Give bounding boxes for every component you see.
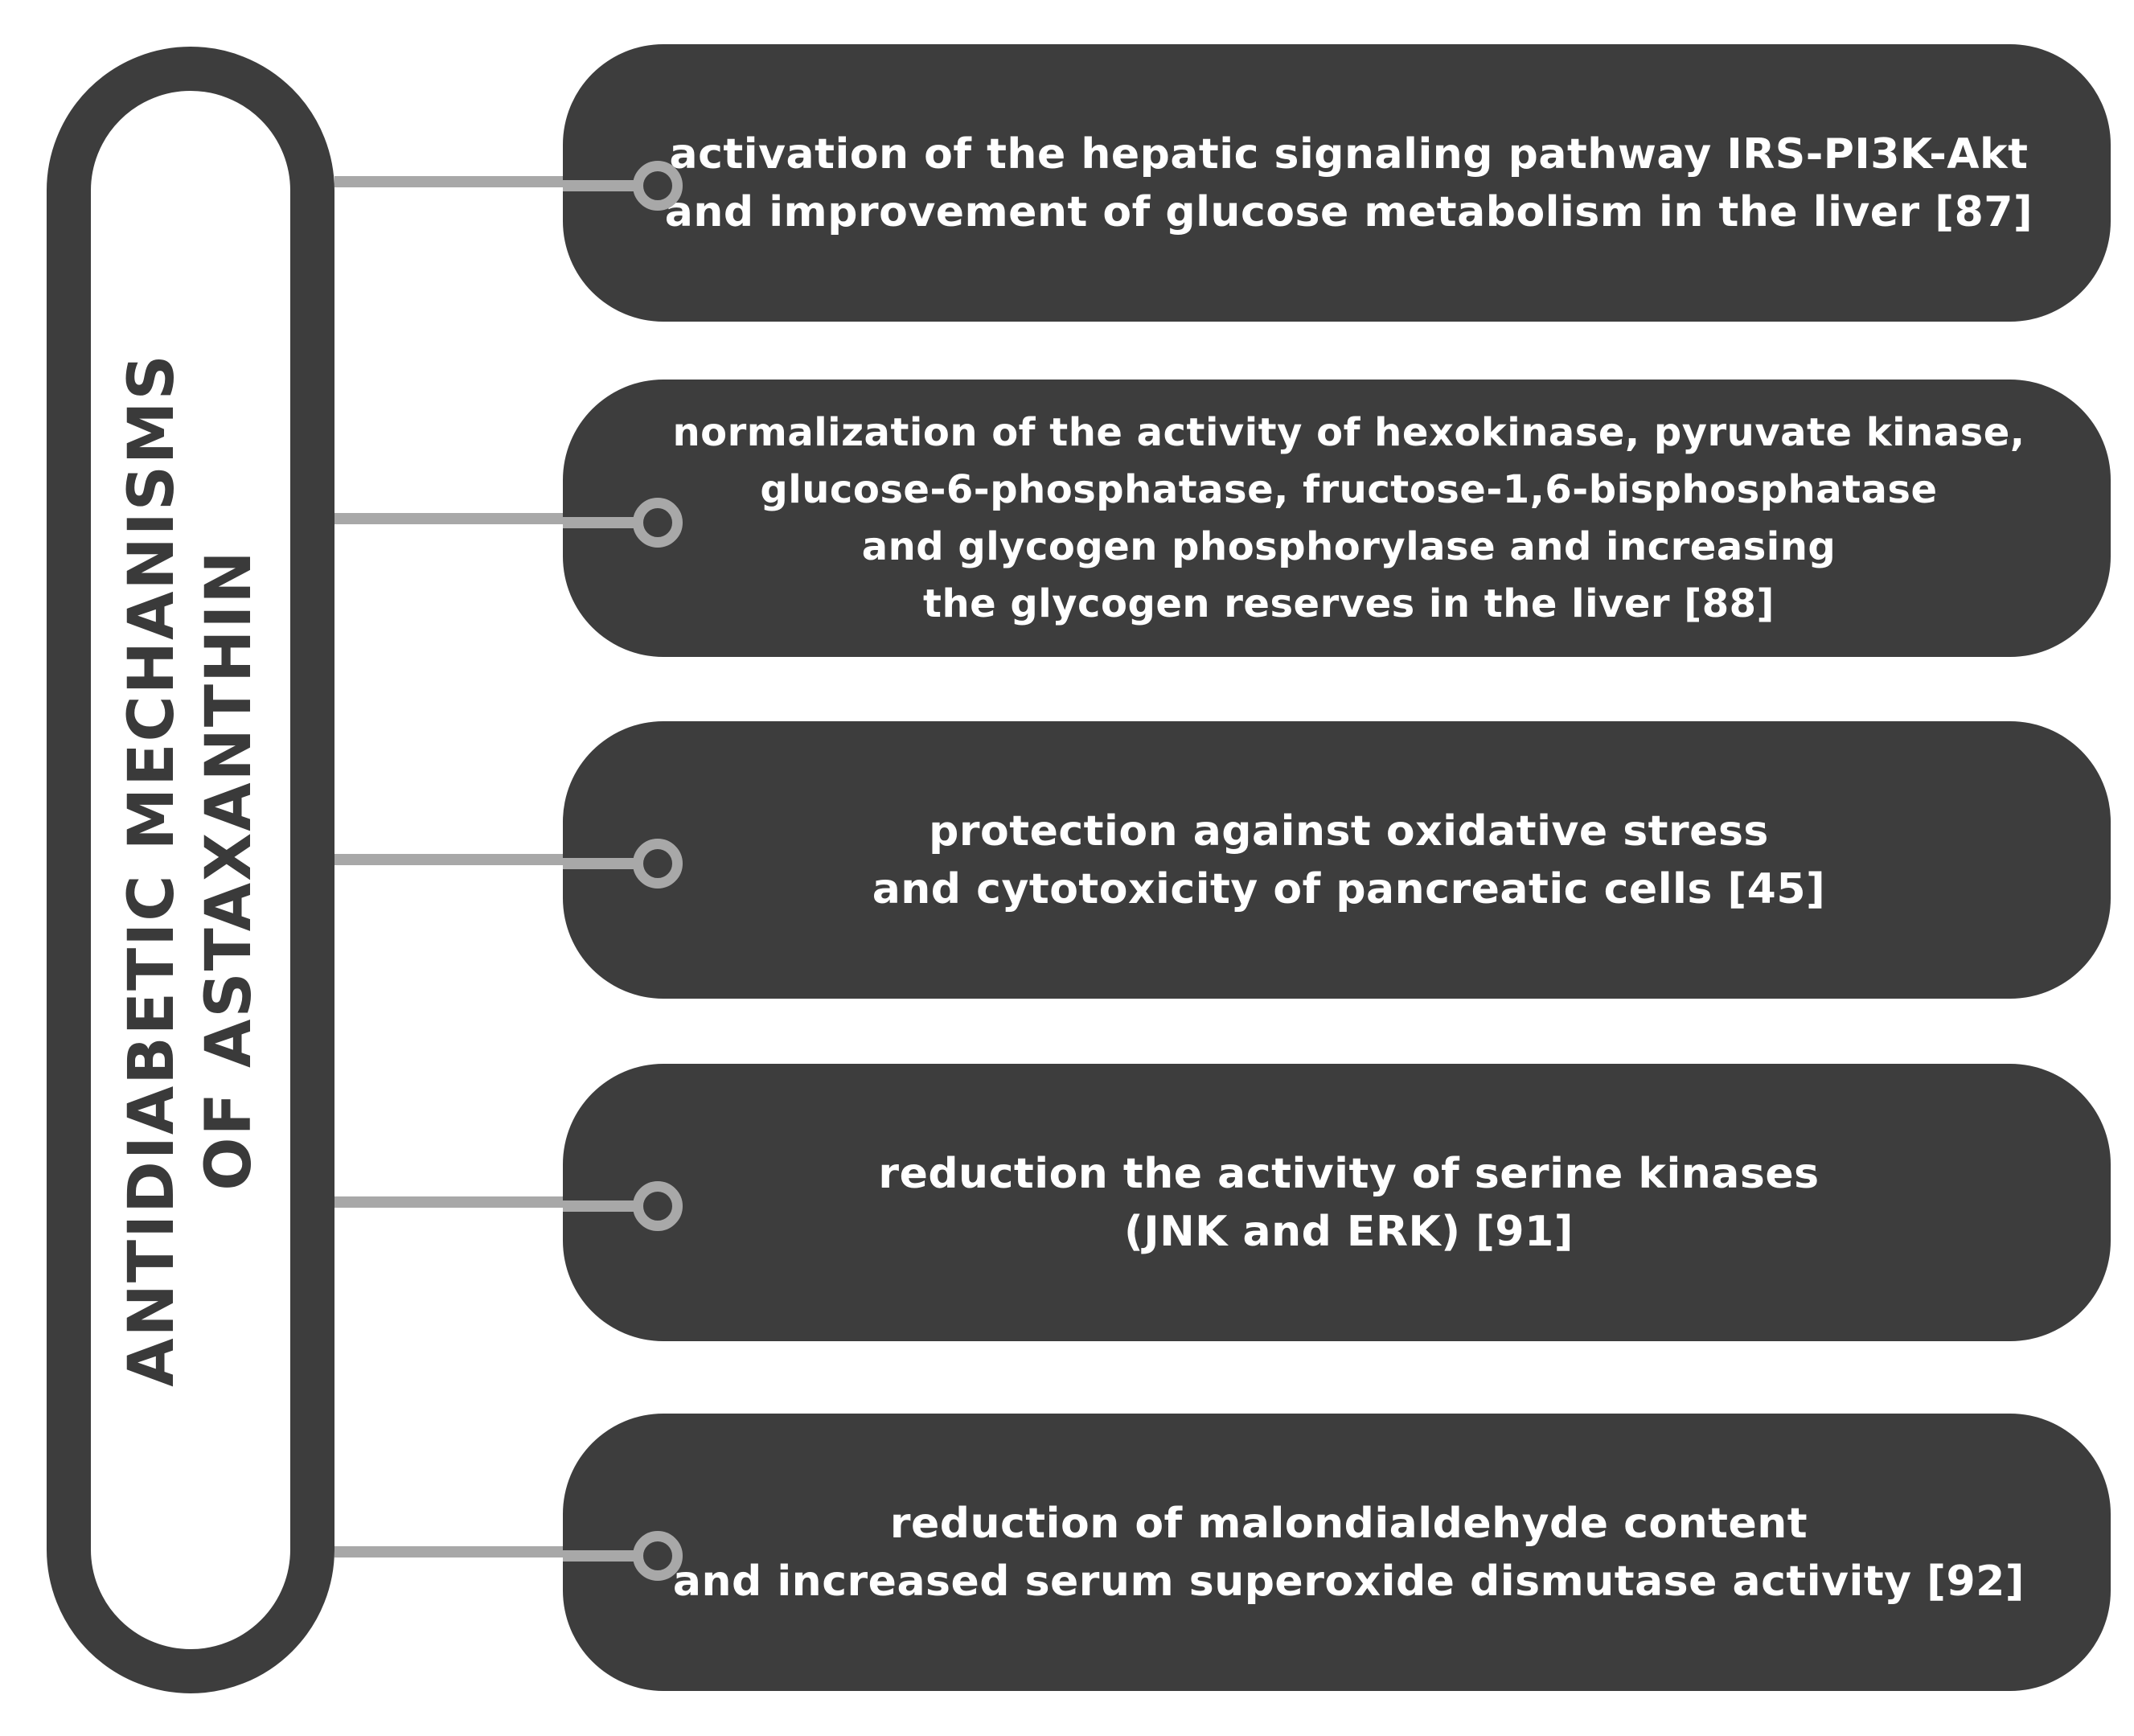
connector-5 xyxy=(334,1516,652,1587)
connector-line xyxy=(334,513,624,524)
mechanism-text-5: reduction of malondialdehyde content and… xyxy=(673,1495,2025,1611)
mechanism-text-1: activation of the hepatic signaling path… xyxy=(665,125,2033,241)
connector-3 xyxy=(334,824,652,895)
connector-bridge-3 xyxy=(563,858,635,869)
connector-4 xyxy=(334,1167,652,1237)
mechanism-3-line-2: and cytotoxicity of pancreatic cells [45… xyxy=(872,864,1826,913)
connector-bridge-4 xyxy=(563,1200,635,1212)
connector-node-3 xyxy=(633,839,683,889)
mechanism-2-line-4: the glycogen reserves in the liver [88] xyxy=(923,581,1775,626)
connector-node-4 xyxy=(633,1181,683,1231)
connector-2 xyxy=(334,483,652,554)
connector-line xyxy=(334,1196,624,1208)
mechanism-text-4: reduction the activity of serine kinases… xyxy=(878,1145,1819,1261)
mechanism-5-line-1: reduction of malondialdehyde content xyxy=(889,1499,1808,1548)
connector-1 xyxy=(334,146,652,217)
connector-node-2 xyxy=(633,498,683,548)
title-line-2: OF ASTAXANTHIN xyxy=(193,549,265,1191)
mechanism-5-line-2: and increased serum superoxide dismutase… xyxy=(672,1557,2025,1606)
connector-line xyxy=(334,1546,624,1557)
mechanism-1-line-2: and improvement of glucose metabolism in… xyxy=(664,187,2033,236)
mechanism-text-3: protection against oxidative stress and … xyxy=(872,802,1826,918)
mechanism-2-line-3: and glycogen phosphorylase and increasin… xyxy=(861,523,1836,569)
mechanism-box-3: protection against oxidative stress and … xyxy=(563,721,2111,999)
mechanism-2-line-2: glucose-6-phosphatase, fructose-1,6-bisp… xyxy=(760,466,1938,512)
connector-bridge-5 xyxy=(563,1550,635,1562)
connector-line xyxy=(334,854,624,865)
mechanism-text-2: normalization of the activity of hexokin… xyxy=(672,404,2025,633)
diagram-title: ANTIDIABETIC MECHANISMS OF ASTAXANTHIN xyxy=(113,106,268,1634)
connector-node-5 xyxy=(633,1531,683,1581)
mechanism-4-line-2: (JNK and ERK) [91] xyxy=(1123,1207,1574,1256)
connector-bridge-1 xyxy=(563,180,635,191)
mechanism-1-line-1: activation of the hepatic signaling path… xyxy=(669,129,2029,179)
mechanism-box-1: activation of the hepatic signaling path… xyxy=(563,44,2111,322)
mechanism-3-line-1: protection against oxidative stress xyxy=(929,806,1769,856)
title-line-1: ANTIDIABETIC MECHANISMS xyxy=(116,353,188,1387)
mechanism-box-5: reduction of malondialdehyde content and… xyxy=(563,1414,2111,1691)
connector-line xyxy=(334,176,624,187)
mechanism-4-line-1: reduction the activity of serine kinases xyxy=(878,1149,1820,1198)
connector-node-1 xyxy=(633,161,683,211)
connector-bridge-2 xyxy=(563,517,635,528)
mechanism-2-line-1: normalization of the activity of hexokin… xyxy=(672,409,2025,455)
mechanism-box-4: reduction the activity of serine kinases… xyxy=(563,1064,2111,1341)
mechanism-box-2: normalization of the activity of hexokin… xyxy=(563,380,2111,657)
